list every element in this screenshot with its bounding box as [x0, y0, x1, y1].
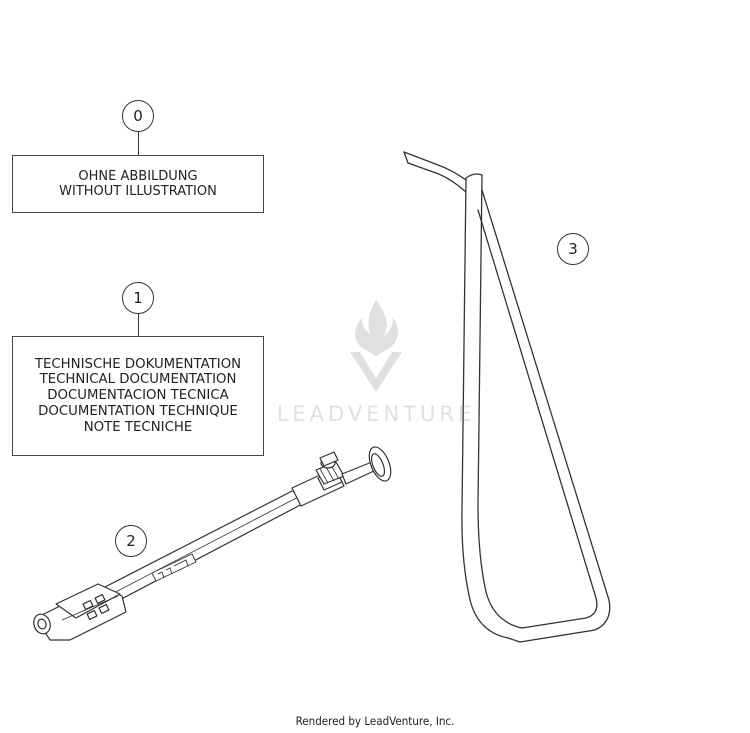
box-0-line-1: OHNE ABBILDUNG — [78, 168, 198, 184]
box-1-line-2: TECHNICAL DOCUMENTATION — [39, 372, 237, 388]
callout-3-number: 3 — [568, 240, 578, 258]
side-stand-drawing — [403, 151, 611, 643]
box-1-line-5: NOTE TECNICHE — [83, 419, 193, 435]
technical-documentation-box: TECHNISCHE DOKUMENTATION TECHNICAL DOCUM… — [12, 336, 264, 456]
callout-1-number: 1 — [133, 289, 143, 307]
box-1-line-4: DOCUMENTATION TECHNIQUE — [38, 403, 238, 419]
box-0-line-2: WITHOUT ILLUSTRATION — [59, 184, 217, 199]
callout-0: 0 — [122, 100, 154, 132]
callout-0-number: 0 — [133, 107, 143, 125]
callout-1: 1 — [122, 282, 154, 314]
callout-0-leader — [138, 131, 139, 155]
tool-drawing — [33, 446, 392, 641]
watermark-text: LEADVENTURE — [276, 402, 476, 426]
box-1-line-1: TECHNISCHE DOKUMENTATION — [34, 356, 242, 372]
callout-2: 2 — [115, 525, 147, 557]
without-illustration-box: OHNE ABBILDUNG WITHOUT ILLUSTRATION — [12, 155, 264, 213]
watermark: LEADVENTURE — [246, 296, 506, 426]
flame-logo-icon — [350, 300, 402, 392]
box-1-line-3: DOCUMENTACION TECNICA — [47, 388, 229, 404]
footer-credit: Rendered by LeadVenture, Inc. — [295, 714, 455, 728]
callout-2-number: 2 — [126, 532, 136, 550]
callout-1-leader — [138, 313, 139, 336]
callout-3: 3 — [557, 233, 589, 265]
